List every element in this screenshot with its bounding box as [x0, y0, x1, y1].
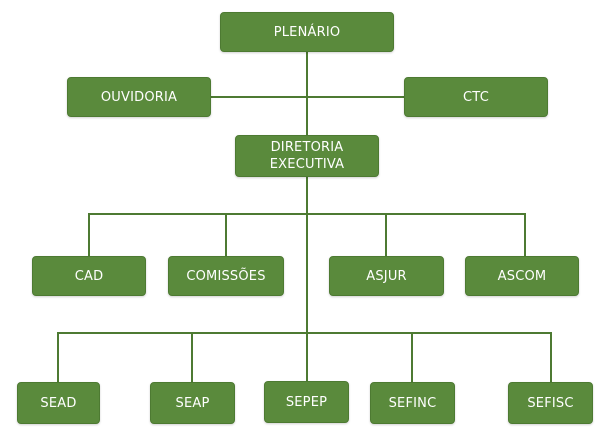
- node-ouvidoria: OUVIDORIA: [67, 77, 211, 117]
- node-sefisc: SEFISC: [508, 382, 593, 424]
- node-ascom: ASCOM: [465, 256, 579, 296]
- node-ctc: CTC: [404, 77, 548, 117]
- node-cad: CAD: [32, 256, 146, 296]
- node-diretoria-executiva: DIRETORIA EXECUTIVA: [235, 135, 379, 177]
- node-sefinc: SEFINC: [370, 382, 455, 424]
- node-asjur: ASJUR: [329, 256, 444, 296]
- node-comissoes: COMISSÕES: [168, 256, 284, 296]
- node-sepep: SEPEP: [264, 381, 349, 423]
- node-plenario: PLENÁRIO: [220, 12, 394, 52]
- node-seap: SEAP: [150, 382, 235, 424]
- node-sead: SEAD: [17, 382, 100, 424]
